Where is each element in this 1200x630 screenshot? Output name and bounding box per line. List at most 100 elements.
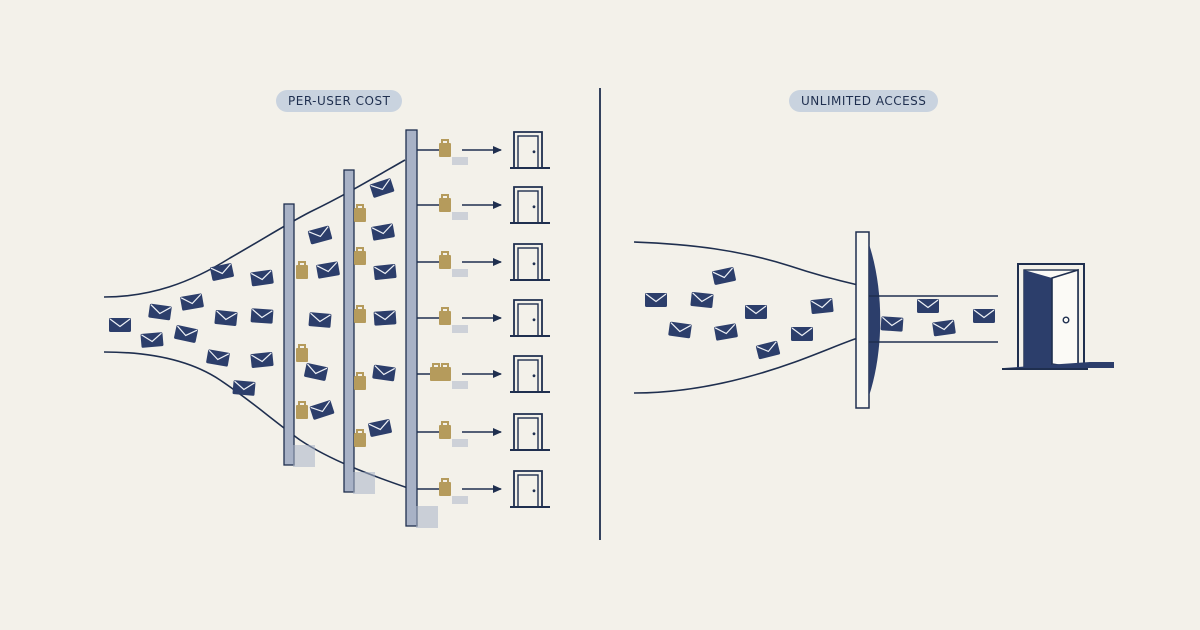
open-door-leaf bbox=[1051, 268, 1079, 369]
envelope-icon bbox=[668, 321, 692, 339]
unlimited-access-label: UNLIMITED ACCESS bbox=[789, 90, 939, 112]
envelope-icon bbox=[371, 223, 395, 241]
envelope-flap bbox=[310, 400, 331, 413]
envelope-icon bbox=[180, 293, 204, 311]
envelope-icon bbox=[690, 292, 714, 308]
envelope-icon bbox=[140, 332, 164, 348]
envelope-icon bbox=[250, 308, 274, 324]
funnel-top-edge bbox=[103, 159, 406, 298]
envelope-flap bbox=[811, 298, 832, 309]
envelope-icon bbox=[373, 310, 397, 326]
envelope-body bbox=[712, 267, 736, 285]
gate-curve-shadow bbox=[869, 244, 881, 396]
door-frame bbox=[513, 243, 543, 280]
envelope-icon bbox=[307, 225, 333, 245]
envelope-flap bbox=[370, 178, 391, 191]
lock-body bbox=[296, 265, 308, 279]
envelope-flap bbox=[307, 363, 328, 375]
envelope-flap bbox=[374, 264, 395, 275]
envelope-flap bbox=[251, 352, 272, 363]
open-door-icon bbox=[1002, 263, 1114, 370]
lock-icon bbox=[439, 421, 451, 439]
lock-shackle bbox=[441, 478, 449, 482]
door-knob bbox=[532, 318, 536, 322]
lock-shadow bbox=[452, 496, 468, 504]
envelope-icon bbox=[810, 298, 834, 314]
lock-body bbox=[430, 367, 442, 381]
gate-shadow bbox=[416, 506, 438, 528]
envelope-body bbox=[973, 309, 995, 323]
lock-shadow bbox=[452, 439, 468, 447]
envelope-flap bbox=[141, 332, 162, 343]
door-frame bbox=[513, 355, 543, 392]
per-user-cost-label: PER-USER COST bbox=[276, 90, 403, 112]
door-knob bbox=[532, 374, 536, 378]
envelope-flap bbox=[917, 299, 939, 309]
envelope-icon bbox=[174, 325, 198, 343]
lock-shackle bbox=[441, 194, 449, 198]
envelope-flap bbox=[371, 223, 393, 235]
lock-body bbox=[354, 433, 366, 447]
gate-bar bbox=[343, 169, 355, 493]
envelope-body bbox=[174, 325, 198, 343]
lock-shackle bbox=[356, 372, 364, 376]
envelope-body bbox=[210, 263, 234, 281]
door-knob bbox=[532, 262, 536, 266]
envelope-icon bbox=[917, 299, 939, 313]
envelope-icon bbox=[645, 293, 667, 307]
envelope-icon bbox=[210, 263, 234, 281]
lock-shackle bbox=[441, 307, 449, 311]
envelope-body bbox=[371, 223, 395, 241]
envelope-flap bbox=[712, 267, 733, 279]
gate-bar bbox=[405, 129, 418, 527]
door-frame bbox=[513, 413, 543, 450]
envelope-flap bbox=[882, 316, 903, 327]
envelope-icon bbox=[712, 267, 736, 285]
lock-body bbox=[439, 198, 451, 212]
envelope-body bbox=[369, 178, 395, 198]
envelope-body bbox=[309, 400, 335, 420]
door-icon bbox=[510, 470, 550, 508]
lock-body bbox=[354, 309, 366, 323]
envelope-body bbox=[368, 419, 392, 437]
lock-shackle bbox=[356, 305, 364, 309]
envelope-icon bbox=[308, 312, 332, 328]
door-icon bbox=[510, 243, 550, 281]
envelope-flap bbox=[208, 349, 230, 361]
envelope-flap bbox=[234, 380, 255, 391]
envelope-icon bbox=[880, 316, 904, 332]
envelope-flap bbox=[368, 419, 389, 431]
lock-shackle bbox=[298, 401, 306, 405]
envelope-icon bbox=[206, 349, 230, 367]
envelope-body bbox=[645, 293, 667, 307]
envelope-body bbox=[745, 305, 767, 319]
envelope-icon bbox=[368, 419, 392, 437]
envelope-flap bbox=[756, 341, 777, 353]
door-frame bbox=[513, 470, 543, 507]
envelope-body bbox=[316, 261, 340, 279]
lock-shackle bbox=[432, 363, 440, 367]
envelope-icon bbox=[372, 364, 396, 382]
envelope-flap bbox=[210, 263, 231, 275]
envelope-icon bbox=[755, 340, 781, 360]
lock-icon bbox=[354, 305, 366, 323]
envelope-flap bbox=[670, 322, 692, 333]
gate-shadow bbox=[293, 445, 315, 467]
lock-body bbox=[354, 251, 366, 265]
envelope-flap bbox=[250, 270, 272, 281]
lock-shackle bbox=[298, 344, 306, 348]
envelope-icon bbox=[214, 310, 238, 326]
envelope-flap bbox=[645, 293, 667, 303]
lock-body bbox=[439, 255, 451, 269]
envelope-icon bbox=[369, 178, 395, 198]
envelope-body bbox=[791, 327, 813, 341]
envelope-flap bbox=[316, 261, 338, 273]
wide-channel-top bbox=[633, 241, 859, 286]
envelope-icon bbox=[232, 380, 256, 396]
envelope-flap bbox=[308, 226, 329, 238]
envelope-icon bbox=[791, 327, 813, 341]
open-door-knob bbox=[1062, 316, 1070, 324]
lock-body bbox=[439, 425, 451, 439]
lock-icon bbox=[296, 344, 308, 362]
